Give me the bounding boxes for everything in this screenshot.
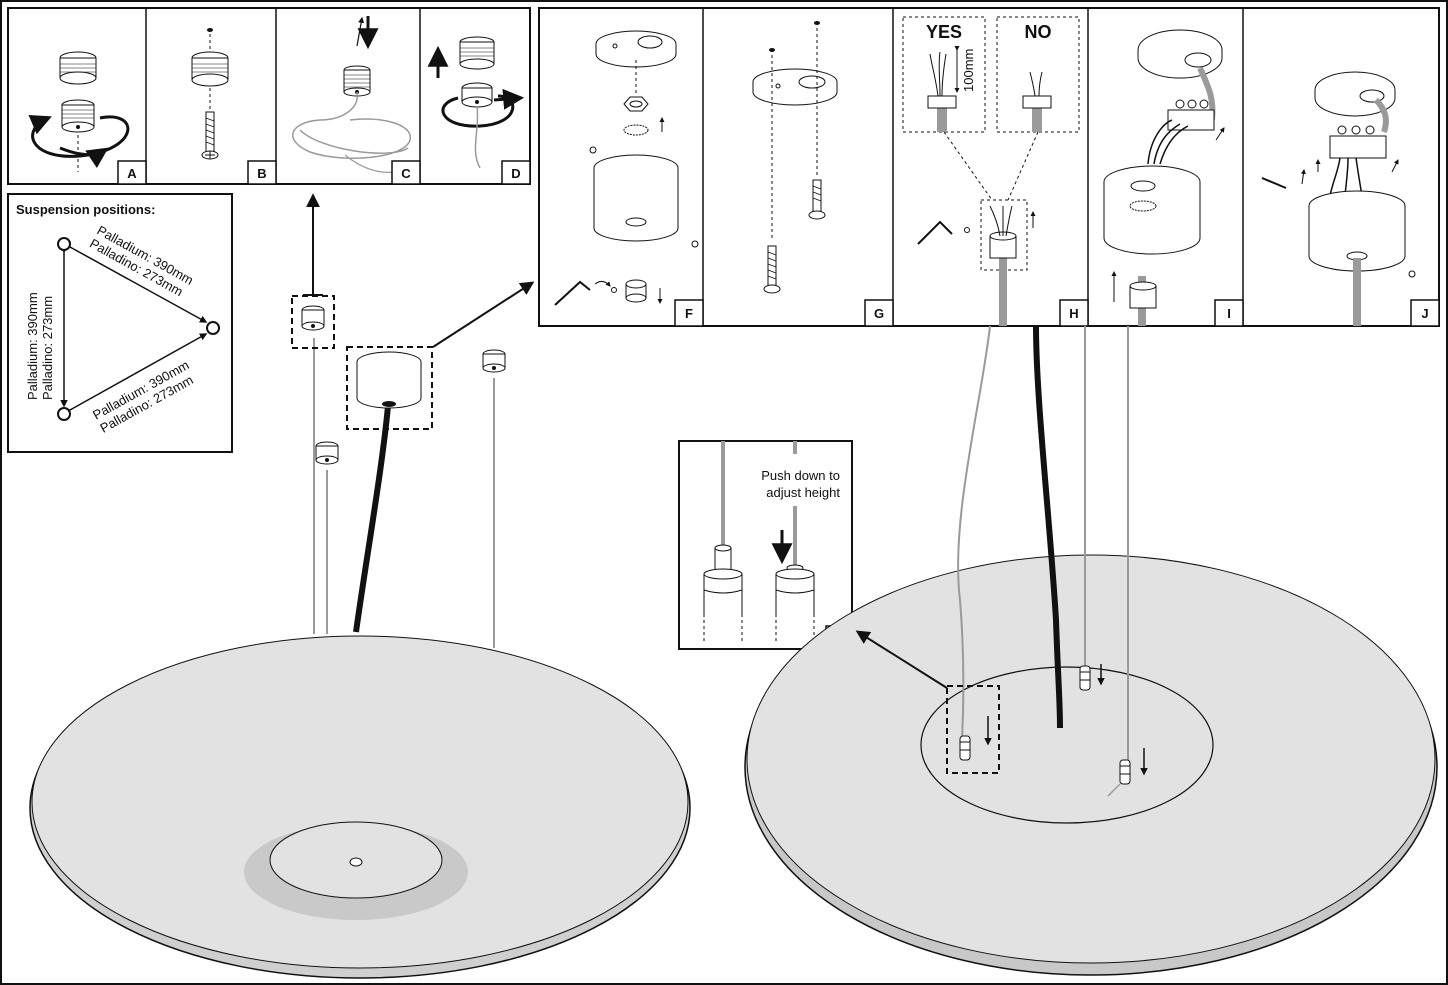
ceiling-canopy bbox=[356, 351, 422, 409]
label-c: C bbox=[391, 160, 421, 185]
label-j: J bbox=[1410, 299, 1440, 327]
left-lamp-disc bbox=[29, 635, 691, 979]
label-g: G bbox=[864, 299, 894, 327]
panel-g bbox=[752, 21, 838, 294]
detail-box-canopy bbox=[346, 346, 433, 430]
suspension-point-bottom bbox=[57, 407, 71, 421]
suspension-point-top bbox=[57, 237, 71, 251]
svg-text:J: J bbox=[1421, 306, 1428, 321]
svg-text:C: C bbox=[401, 166, 411, 181]
steps-f-j-strip: YES NO 100mm bbox=[538, 7, 1440, 327]
label-i: I bbox=[1214, 299, 1244, 327]
height-adjust-line1: Push down to bbox=[761, 468, 840, 483]
svg-text:H: H bbox=[1069, 306, 1078, 321]
svg-text:F: F bbox=[685, 306, 693, 321]
panel-j bbox=[1261, 71, 1416, 326]
height-adjust-line2: adjust height bbox=[766, 485, 840, 500]
ceiling-anchor bbox=[315, 441, 339, 465]
right-lamp-disc bbox=[744, 554, 1438, 976]
panel-i bbox=[1103, 29, 1225, 326]
detail-box-adjuster bbox=[946, 685, 1000, 774]
svg-text:D: D bbox=[511, 166, 520, 181]
panel-a bbox=[28, 51, 130, 172]
steps-a-d-strip: A B C D bbox=[7, 7, 531, 185]
suspension-title: Suspension positions: bbox=[16, 202, 155, 217]
detail-box-anchor bbox=[291, 295, 335, 349]
svg-text:A: A bbox=[127, 166, 137, 181]
right-lamp-assembly bbox=[744, 325, 1438, 976]
label-d: D bbox=[501, 160, 531, 185]
panel-f bbox=[554, 30, 699, 306]
panel-e: Push down to adjust height E bbox=[678, 440, 853, 650]
label-f: F bbox=[674, 299, 704, 327]
left-dim-palladino: Palladino: 273mm bbox=[40, 296, 55, 400]
label-b: B bbox=[247, 160, 277, 185]
left-dim-palladium: Palladium: 390mm bbox=[25, 292, 40, 400]
suspension-positions-box: Suspension positions: Palladium: 390mm P… bbox=[7, 193, 233, 453]
ceiling-anchor bbox=[482, 349, 506, 373]
height-adjuster bbox=[1079, 665, 1091, 691]
panel-b bbox=[191, 28, 229, 160]
height-adjuster bbox=[959, 735, 971, 761]
panel-h: YES NO 100mm bbox=[902, 16, 1080, 326]
label-h: H bbox=[1059, 299, 1089, 327]
ceiling-anchor bbox=[301, 305, 325, 331]
left-lamp-assembly bbox=[29, 193, 691, 979]
panel-d bbox=[427, 36, 525, 169]
wiring-no-label: NO bbox=[1025, 22, 1052, 42]
svg-text:G: G bbox=[874, 306, 884, 321]
svg-text:B: B bbox=[257, 166, 266, 181]
strip-length-label: 100mm bbox=[961, 49, 976, 92]
svg-text:I: I bbox=[1227, 306, 1231, 321]
wiring-yes-label: YES bbox=[926, 22, 962, 42]
suspension-point-right bbox=[206, 321, 220, 335]
height-adjuster bbox=[1119, 759, 1131, 785]
label-a: A bbox=[117, 160, 147, 185]
panel-c bbox=[292, 16, 411, 173]
